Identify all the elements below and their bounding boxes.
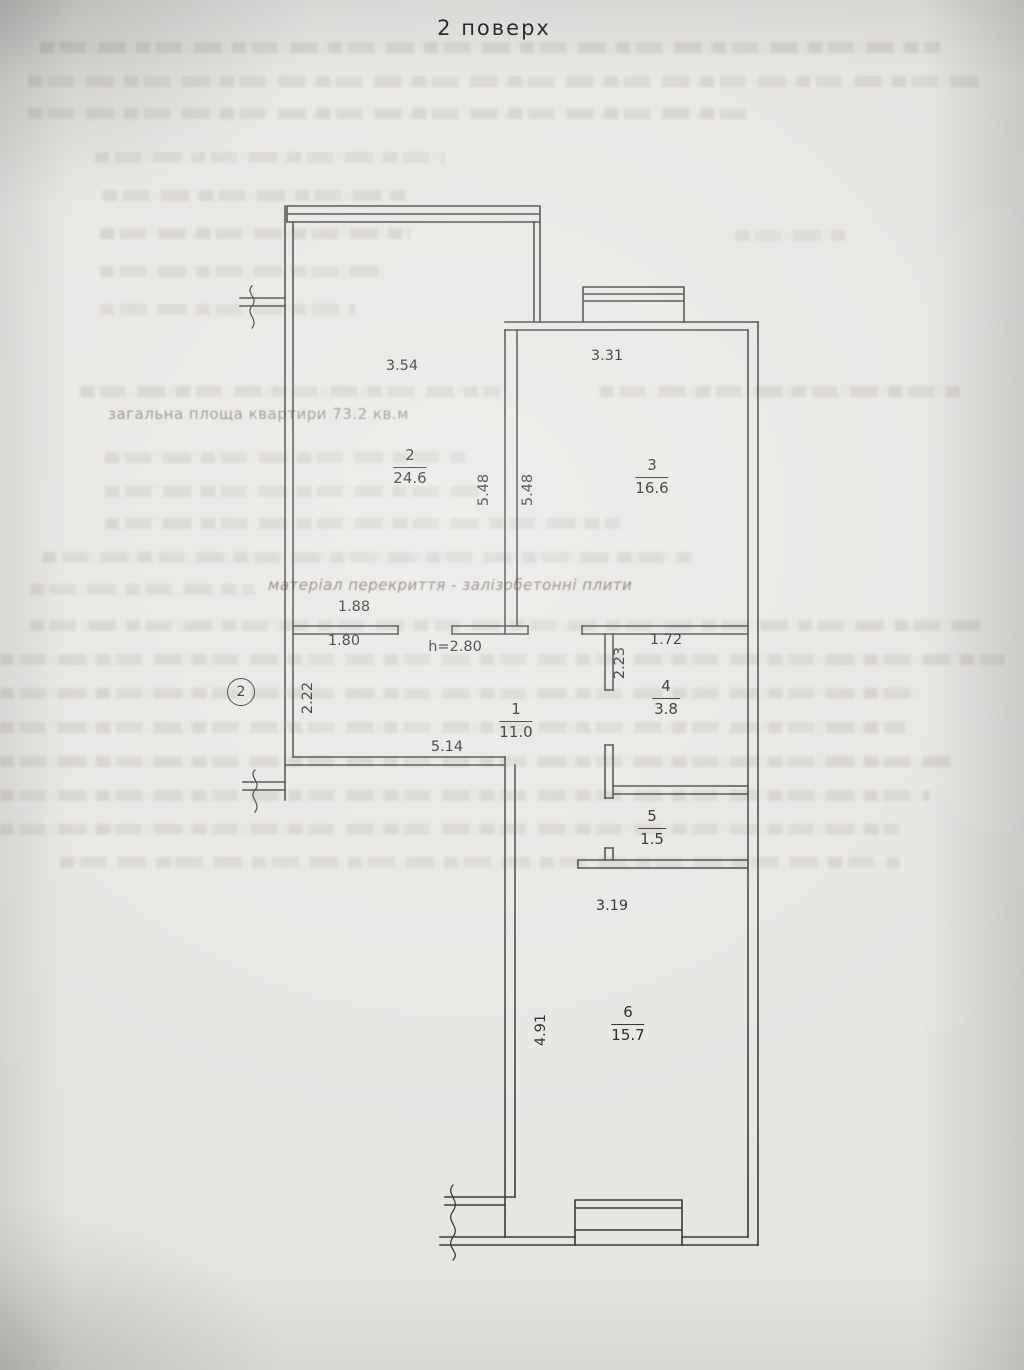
room-number: 5 bbox=[638, 807, 666, 829]
room-number: 2 bbox=[393, 446, 427, 468]
room-label-3: 3 16.6 bbox=[635, 456, 669, 498]
dim-room3-height: 5.48 bbox=[520, 473, 536, 507]
room-area: 3.8 bbox=[654, 699, 678, 718]
dim-room4-width: 1.72 bbox=[649, 632, 683, 648]
bleed-through-line bbox=[0, 824, 900, 835]
bleed-through-line bbox=[28, 76, 978, 87]
wall-left-exterior bbox=[284, 205, 294, 801]
bleed-through-line bbox=[105, 486, 485, 497]
bleed-through-line bbox=[60, 857, 900, 868]
window-room2-top bbox=[286, 205, 541, 223]
bleed-through-line bbox=[42, 552, 692, 563]
room-area: 16.6 bbox=[635, 478, 669, 497]
wall-room6-top bbox=[577, 859, 749, 869]
wall-room6-bottom bbox=[439, 1236, 759, 1246]
bleed-through-line bbox=[95, 152, 445, 163]
bleed-through-text: матеріал перекриття - залізобетонні плит… bbox=[268, 576, 633, 594]
dim-hall-length: 5.14 bbox=[430, 739, 464, 755]
room-number: 6 bbox=[611, 1003, 645, 1025]
bleed-through-line bbox=[40, 42, 940, 53]
bleed-through-line bbox=[100, 228, 410, 239]
dim-hall-lower: 1.80 bbox=[327, 633, 361, 649]
bleed-through-line bbox=[0, 688, 920, 699]
bleed-through-line bbox=[0, 756, 950, 767]
bleed-through-line bbox=[103, 190, 408, 201]
bleed-through-line bbox=[0, 790, 930, 801]
bleed-through-line bbox=[735, 230, 845, 241]
room-number: 1 bbox=[499, 700, 533, 722]
dim-room6-height: 4.91 bbox=[533, 1013, 549, 1047]
room-area: 15.7 bbox=[611, 1025, 645, 1044]
page-title: 2 поверх bbox=[437, 16, 551, 40]
dim-room3-width: 3.31 bbox=[590, 348, 624, 364]
bleed-through-line bbox=[0, 654, 1005, 665]
wall-room2-room3 bbox=[504, 329, 518, 635]
wall-stub-break-marks bbox=[239, 285, 286, 813]
bleed-through-line bbox=[28, 108, 748, 119]
dim-room2-width: 3.54 bbox=[385, 358, 419, 374]
dim-room4-height: 2.23 bbox=[612, 646, 628, 680]
bleed-through-line bbox=[100, 304, 355, 315]
wall-room4-left bbox=[604, 633, 614, 861]
bleed-through-line bbox=[80, 386, 500, 397]
wall-room4-room5 bbox=[612, 785, 749, 795]
bleed-through-text: загальна площа квартири 73.2 кв.м bbox=[108, 405, 409, 423]
dim-hall-width: 2.22 bbox=[300, 681, 316, 715]
room-area: 24.6 bbox=[393, 468, 427, 487]
room-area: 1.5 bbox=[640, 829, 664, 848]
room-area: 11.0 bbox=[499, 722, 533, 741]
wall-right-exterior bbox=[747, 321, 759, 1246]
bleed-through-line bbox=[0, 722, 905, 733]
dim-hall-upper: 1.88 bbox=[337, 599, 371, 615]
room-label-6: 6 15.7 bbox=[611, 1003, 645, 1045]
bleed-through-line bbox=[600, 386, 960, 397]
wall-room6-left bbox=[504, 756, 516, 1238]
bleed-through-line bbox=[100, 266, 385, 277]
axis-marker-label: 2 bbox=[236, 684, 246, 700]
wall-bottom-break-mark bbox=[444, 1184, 516, 1261]
bleed-through-line bbox=[105, 518, 620, 529]
room-label-4: 4 3.8 bbox=[652, 677, 680, 719]
axis-marker: 2 bbox=[227, 678, 255, 706]
room-label-1: 1 11.0 bbox=[499, 700, 533, 742]
window-room3-top bbox=[582, 286, 685, 323]
room-label-5: 5 1.5 bbox=[638, 807, 666, 849]
room-label-2: 2 24.6 bbox=[393, 446, 427, 488]
ceiling-height-note: h=2.80 bbox=[428, 639, 482, 655]
room-number: 4 bbox=[652, 677, 680, 699]
wall-room3-top bbox=[504, 321, 759, 331]
room-number: 3 bbox=[635, 456, 669, 478]
window-room6-bottom bbox=[574, 1199, 683, 1246]
dim-room2-height: 5.48 bbox=[476, 473, 492, 507]
wall-connector bbox=[533, 221, 541, 323]
dim-room6-width: 3.19 bbox=[595, 898, 629, 914]
bleed-through-line bbox=[30, 584, 255, 595]
wall-corridor-top bbox=[292, 625, 749, 635]
wall-corridor-bottom bbox=[284, 756, 506, 766]
